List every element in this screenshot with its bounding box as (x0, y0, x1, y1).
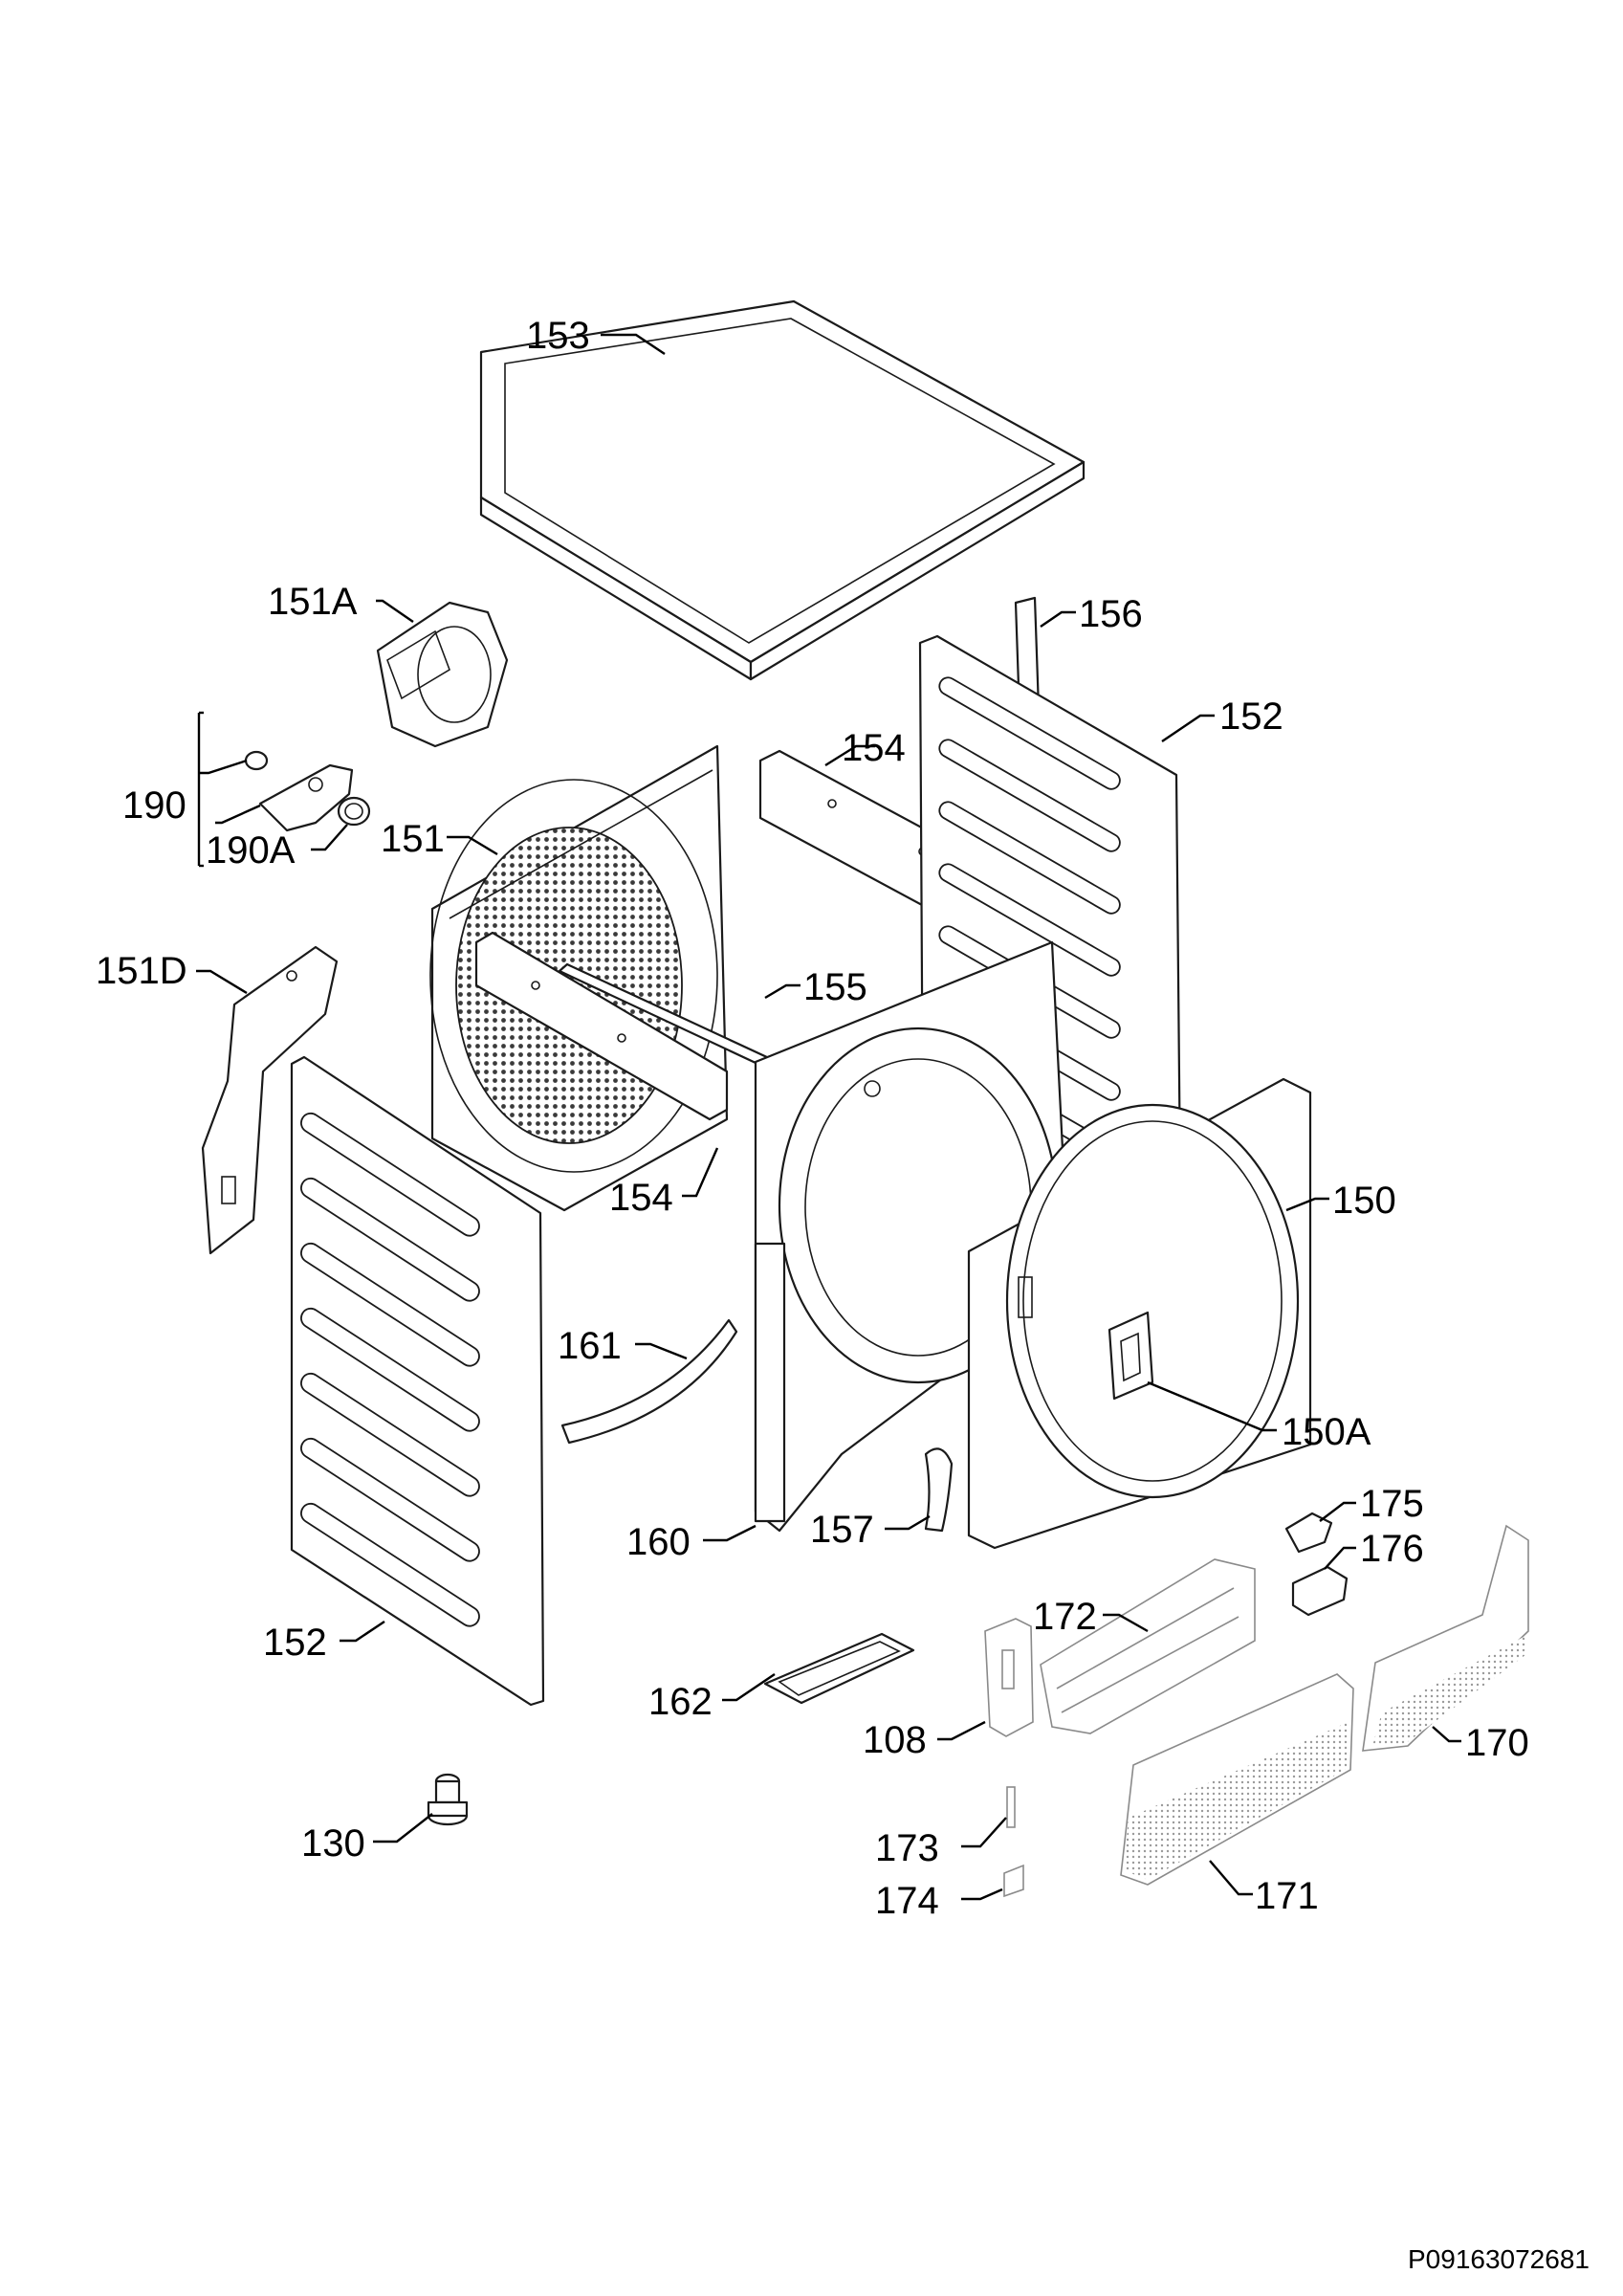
label-152-top: 152 (1219, 695, 1283, 738)
dispenser-172 (1040, 1558, 1256, 1734)
parts-190-group (244, 750, 371, 832)
gasket-162 (763, 1632, 915, 1705)
cover-171 (1120, 1673, 1354, 1886)
label-190a: 190A (206, 829, 296, 872)
label-160: 160 (626, 1521, 691, 1563)
label-130: 130 (301, 1822, 365, 1865)
label-151a: 151A (268, 581, 358, 623)
brace-154-bottom (474, 931, 729, 1121)
label-154-bottom: 154 (609, 1177, 673, 1219)
label-171: 171 (1255, 1875, 1319, 1917)
clip-174 (1003, 1864, 1024, 1898)
leader-lines (196, 333, 1461, 1901)
label-172: 172 (1033, 1596, 1097, 1638)
label-153: 153 (526, 315, 590, 357)
label-151: 151 (381, 818, 445, 860)
foot-130 (427, 1773, 469, 1826)
bracket-108 (984, 1618, 1034, 1737)
label-150a: 150A (1282, 1411, 1371, 1453)
label-175: 175 (1360, 1483, 1424, 1525)
label-150: 150 (1332, 1180, 1396, 1222)
label-161: 161 (558, 1325, 622, 1367)
bracket-151d (201, 945, 339, 1255)
part-175 (1284, 1512, 1333, 1554)
label-155: 155 (803, 966, 867, 1008)
side-panel-152-left (290, 1055, 545, 1707)
part-labels: 153 151A 156 152 154 190 190A 151 151D 1… (96, 315, 1529, 1922)
top-cover-153 (479, 299, 1086, 681)
label-151d: 151D (96, 950, 187, 992)
front-panel-150 (967, 1077, 1312, 1550)
duct-151a (376, 601, 509, 748)
pin-173 (1006, 1786, 1016, 1828)
label-173: 173 (875, 1827, 939, 1869)
label-176: 176 (1360, 1528, 1424, 1570)
label-174: 174 (875, 1880, 939, 1922)
cover-170 (1362, 1524, 1529, 1752)
label-170: 170 (1465, 1722, 1529, 1764)
curved-strip-161 (560, 1318, 738, 1445)
label-156: 156 (1079, 593, 1143, 635)
label-162: 162 (648, 1681, 713, 1723)
label-154-top: 154 (842, 727, 906, 769)
label-152-bottom: 152 (263, 1622, 327, 1664)
side-panel-ribs-left (300, 1112, 480, 1627)
hose-157 (924, 1447, 954, 1533)
label-190: 190 (122, 784, 186, 827)
label-108: 108 (863, 1719, 927, 1761)
part-176 (1291, 1565, 1349, 1617)
document-code: P09163072681 (1408, 2244, 1590, 2274)
label-157: 157 (810, 1509, 874, 1551)
